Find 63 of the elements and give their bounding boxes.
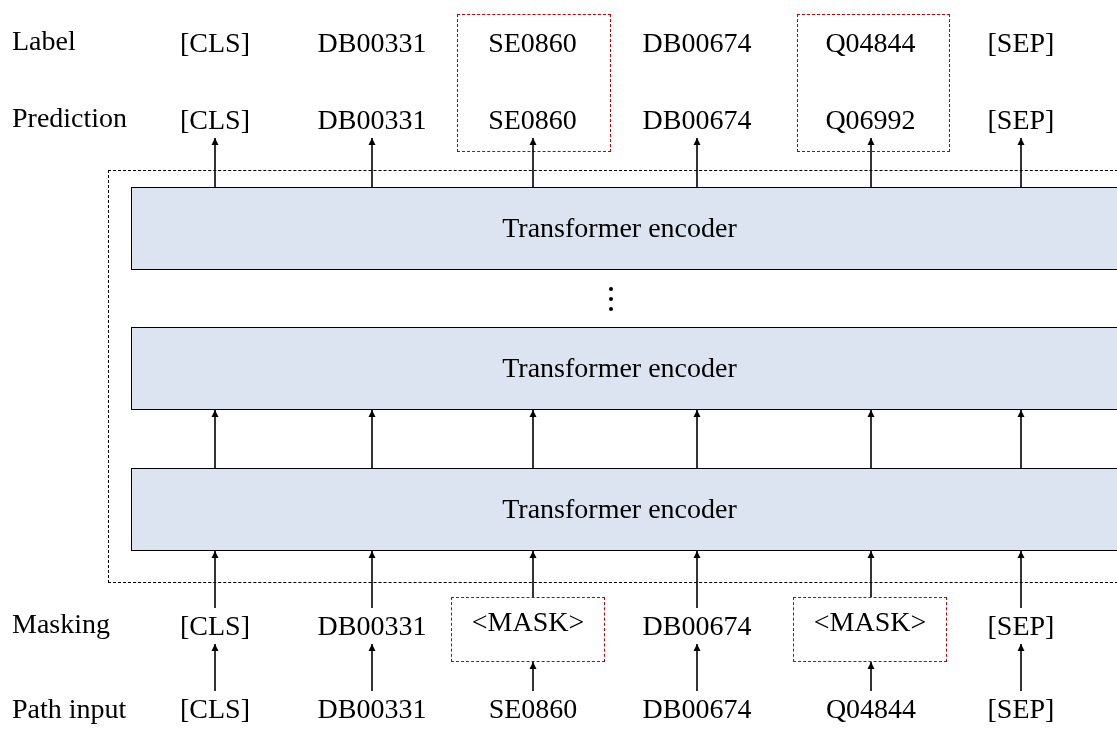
arrow bbox=[693, 643, 701, 692]
encoder-label: Transformer encoder bbox=[502, 214, 737, 242]
arrow bbox=[529, 661, 537, 692]
token-text: SE0860 bbox=[458, 691, 608, 727]
arrow bbox=[693, 550, 701, 609]
arrow bbox=[368, 550, 376, 609]
token-text: [CLS] bbox=[140, 691, 290, 727]
token-text: [CLS] bbox=[140, 608, 290, 644]
arrow bbox=[529, 137, 537, 188]
mask-token: <MASK> bbox=[813, 608, 927, 636]
encoder-label: Transformer encoder bbox=[502, 354, 737, 382]
encoder-label: Transformer encoder bbox=[502, 495, 737, 523]
arrow bbox=[1017, 137, 1025, 188]
token-text: DB00331 bbox=[297, 25, 447, 61]
arrow bbox=[867, 409, 875, 469]
token-text: [CLS] bbox=[140, 25, 290, 61]
mask-token: <MASK> bbox=[471, 608, 585, 636]
arrow bbox=[867, 550, 875, 598]
token-text: Q06992 bbox=[800, 101, 941, 138]
row-label: Prediction bbox=[12, 104, 128, 132]
arrow bbox=[529, 409, 537, 469]
arrow bbox=[693, 137, 701, 188]
arrow bbox=[211, 137, 219, 188]
token-text: Q04844 bbox=[800, 24, 941, 61]
token-text: [SEP] bbox=[946, 102, 1096, 138]
arrow bbox=[211, 643, 219, 692]
dashed-frame bbox=[108, 170, 1117, 583]
token-text: SE0860 bbox=[462, 101, 603, 138]
highlight-frame bbox=[797, 14, 950, 152]
arrow bbox=[867, 661, 875, 692]
encoder-box bbox=[130, 326, 1117, 410]
arrow bbox=[368, 409, 376, 469]
row-label: Masking bbox=[12, 610, 110, 638]
token-text: [SEP] bbox=[946, 691, 1096, 727]
arrow bbox=[368, 643, 376, 692]
token-text: DB00331 bbox=[297, 691, 447, 727]
token-text: DB00674 bbox=[622, 102, 772, 138]
encoder-box bbox=[130, 186, 1117, 270]
token-text: SE0860 bbox=[462, 24, 603, 61]
arrow bbox=[1017, 643, 1025, 692]
token-text: [CLS] bbox=[140, 102, 290, 138]
row-label: Label bbox=[12, 27, 76, 55]
token-text: DB00331 bbox=[297, 608, 447, 644]
mask-box bbox=[793, 597, 947, 662]
arrow bbox=[211, 409, 219, 469]
arrow bbox=[368, 137, 376, 188]
arrow bbox=[1017, 409, 1025, 469]
arrow bbox=[1017, 550, 1025, 609]
token-text: Q04844 bbox=[796, 691, 946, 727]
arrow bbox=[529, 550, 537, 598]
encoder-box bbox=[130, 467, 1117, 551]
mask-box bbox=[451, 597, 605, 662]
row-label: Path input bbox=[12, 695, 127, 723]
token-text: DB00674 bbox=[622, 691, 772, 727]
token-text: DB00331 bbox=[297, 102, 447, 138]
arrow bbox=[211, 550, 219, 609]
token-text: [SEP] bbox=[946, 608, 1096, 644]
token-text: DB00674 bbox=[622, 608, 772, 644]
highlight-frame bbox=[457, 14, 611, 152]
arrow bbox=[867, 137, 875, 188]
token-text: [SEP] bbox=[946, 25, 1096, 61]
arrow bbox=[693, 409, 701, 469]
token-text: DB00674 bbox=[622, 25, 772, 61]
